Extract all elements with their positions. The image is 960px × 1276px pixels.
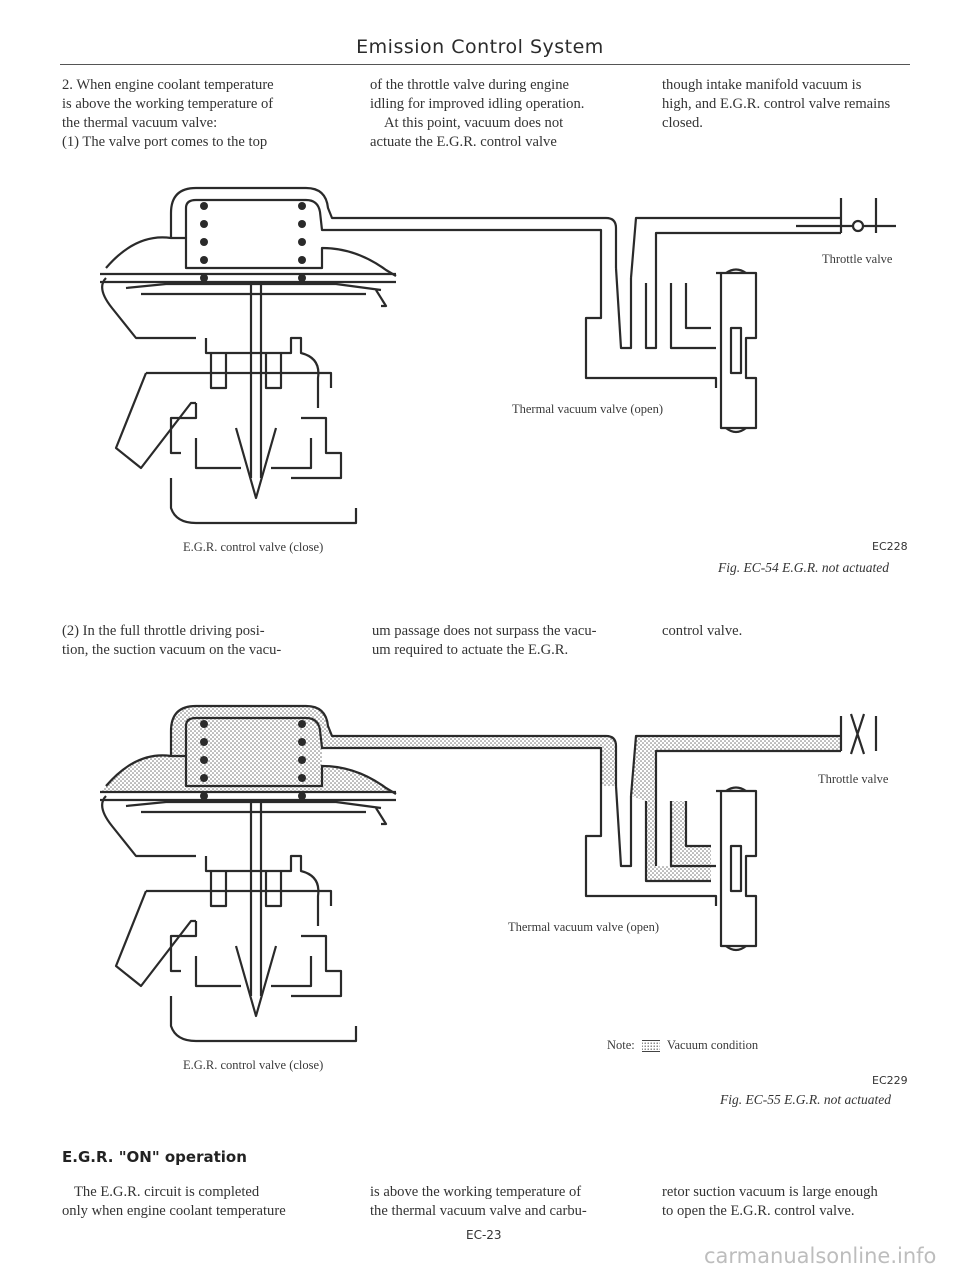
valve-body [204,854,320,926]
text-column-3: though intake manifold vacuum is high, a… [662,76,924,133]
section-heading-egr-on: E.G.R. "ON" operation [62,1148,247,1166]
text-column-3: control valve. [662,622,924,641]
vacuum-line [584,268,718,388]
label-throttle-valve-1: Throttle valve [822,252,893,266]
thermal-vacuum-valve [669,801,716,868]
text-column-2: um passage does not surpass the vacu- um… [372,622,640,660]
text-line: tion, the suction vacuum on the vacu- [62,642,282,658]
thermal-vacuum-valve [669,283,716,350]
valve-body [204,336,320,408]
throttle-valve [839,716,878,751]
text-line: is above the working temperature of [62,96,274,112]
text-column-1: (2) In the full throttle driving posi- t… [62,622,340,660]
text-column-2: of the throttle valve during engine idli… [370,76,638,152]
text-line: closed. [662,115,703,131]
figure-caption-1: Fig. EC-54 E.G.R. not actuated [718,560,889,575]
note-vacuum-condition: Note: Vacuum condition [607,1038,758,1053]
text-column-2: is above the working temperature of the … [370,1183,642,1221]
egr-diagram-figure-2 [100,704,878,1043]
text-line: control valve. [662,623,743,639]
figure-caption-2: Fig. EC-55 E.G.R. not actuated [720,1092,891,1107]
text-column-1: 2. When engine coolant temperature is ab… [62,76,340,152]
diaphragm-housing [105,754,397,795]
text-line: the thermal vacuum valve: [62,115,218,131]
label-thermal-vacuum-valve-2: Thermal vacuum valve (open) [508,920,659,934]
vacuum-chamber-upper [169,704,618,786]
text-line: 2. When engine coolant temperature [62,77,274,93]
text-line: um passage does not surpass the vacu- [372,623,597,639]
text-column-1: The E.G.R. circuit is completed only whe… [62,1183,340,1221]
text-line: though intake manifold vacuum is [662,77,862,93]
diaphragm-housing [105,236,397,277]
note-text: Vacuum condition [666,1038,759,1052]
egr-diagram-figure-1 [100,186,896,525]
label-egr-control-valve-1: E.G.R. control valve (close) [183,540,324,554]
text-column-3: retor suction vacuum is large enough to … [662,1183,924,1221]
text-line: actuate the E.G.R. control valve [370,134,557,150]
text-line: At this point, vacuum does not [384,115,564,131]
text-line: (1) The valve port comes to the top [62,134,268,150]
throttle-valve [839,198,878,233]
label-throttle-valve-2: Throttle valve [818,772,889,786]
text-line: to open the E.G.R. control valve. [662,1203,855,1219]
label-thermal-vacuum-valve-1: Thermal vacuum valve (open) [512,402,663,416]
page-number: EC-23 [466,1228,502,1242]
text-line: The E.G.R. circuit is completed [74,1184,260,1200]
header-rule [60,64,910,65]
vacuum-chamber-upper [169,186,618,268]
vacuum-line [584,786,718,906]
vacuum-pattern-swatch-icon [641,1040,660,1053]
text-line: the thermal vacuum valve and carbu- [370,1203,587,1219]
figure-code-2: EC229 [872,1074,908,1087]
text-line: of the throttle valve during engine [370,77,569,93]
figure-code-1: EC228 [872,540,908,553]
text-line: high, and E.G.R. control valve remains [662,96,891,112]
note-prefix: Note: [607,1038,635,1052]
text-line: idling for improved idling operation. [370,96,585,112]
page-header-title: Emission Control System [356,36,604,58]
text-line: only when engine coolant temperature [62,1203,286,1219]
text-line: retor suction vacuum is large enough [662,1184,878,1200]
text-line: is above the working temperature of [370,1184,582,1200]
text-line: (2) In the full throttle driving posi- [62,623,265,639]
label-egr-control-valve-2: E.G.R. control valve (close) [183,1058,324,1072]
watermark: carmanualsonline.info [704,1244,937,1268]
text-line: um required to actuate the E.G.R. [372,642,569,658]
